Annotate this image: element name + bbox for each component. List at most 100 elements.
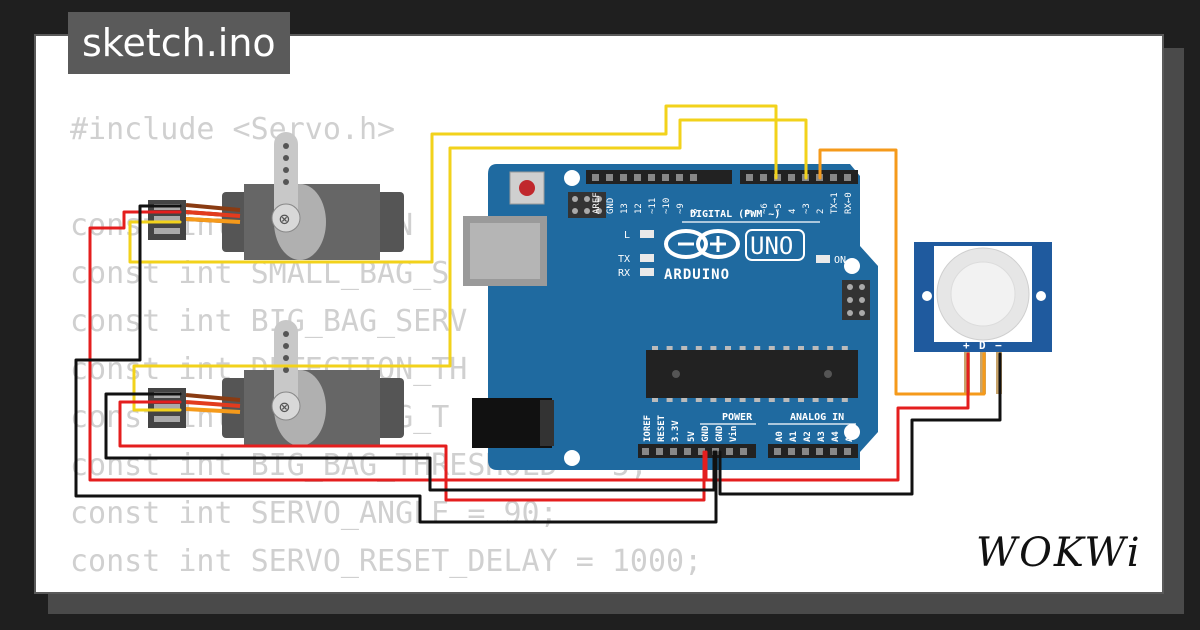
wire-red-pir	[704, 352, 970, 482]
digital-header[interactable]: AREF GND 13 12 ~11 ~10 ~9 8 7 ~6 ~5 4 ~3 2 TX→1 RX←0	[586, 170, 858, 214]
digital-pin-label: ~9	[676, 203, 686, 214]
power-pin-label: 5V	[687, 431, 697, 442]
header-pin[interactable]	[760, 174, 767, 181]
header-pin[interactable]	[740, 448, 747, 455]
analog-label: ANALOG IN	[790, 412, 844, 423]
analog-pin-label: A2	[803, 431, 813, 442]
code-line: const int SERVO_RESET_DELAY = 1000;	[70, 544, 703, 579]
power-pin-label: IOREF	[643, 415, 653, 442]
svg-text:L: L	[624, 230, 630, 241]
header-pin[interactable]	[690, 174, 697, 181]
icsp-header	[568, 192, 606, 218]
pir-pin-label: −	[995, 339, 1002, 352]
header-pin[interactable]	[746, 174, 753, 181]
header-pin[interactable]	[670, 448, 677, 455]
atmega-chip	[646, 346, 858, 402]
digital-pin-label: 7	[746, 209, 756, 214]
header-pin[interactable]	[656, 448, 663, 455]
analog-pin-label: A1	[789, 431, 799, 442]
digital-pin-label: GND	[606, 198, 616, 214]
header-pin[interactable]	[844, 448, 851, 455]
header-pin[interactable]	[830, 448, 837, 455]
wire-black-servo2	[104, 392, 716, 492]
header-pin[interactable]	[634, 174, 641, 181]
wire-black-pir	[718, 352, 1002, 496]
wire-orange-pir	[818, 148, 986, 396]
wire-red-servo2	[118, 400, 706, 502]
servo-motor-1[interactable]: ⊗	[222, 132, 404, 260]
digital-pin-label: 13	[620, 203, 630, 214]
servo-motor-2[interactable]: ⊗	[222, 320, 404, 446]
header-pin[interactable]	[648, 174, 655, 181]
led-rx: RX	[618, 268, 654, 279]
arduino-uno-board[interactable]: AREF GND 13 12 ~11 ~10 ~9 8 7 ~6 ~5 4 ~3 2 TX→1 RX←0 DI…	[463, 164, 878, 470]
header-pin[interactable]	[698, 448, 705, 455]
digital-pin-label: 12	[634, 203, 644, 214]
header-pin[interactable]	[662, 174, 669, 181]
power-pin-label: GND	[715, 425, 725, 442]
digital-label: DIGITAL (PWM ~)	[690, 209, 780, 220]
digital-pin-label: ~3	[802, 203, 812, 214]
wokwi-logo: WOKWi	[976, 530, 1142, 576]
servo-screw-icon: ⊗	[279, 397, 290, 418]
header-pin[interactable]	[642, 448, 649, 455]
mount-hole	[564, 450, 580, 466]
arduino-logo	[664, 229, 740, 259]
header-pin[interactable]	[788, 448, 795, 455]
usb-port	[463, 216, 547, 286]
analog-pin-label: A3	[817, 431, 827, 442]
pir-pin-label: +	[963, 339, 970, 352]
mount-hole	[564, 170, 580, 186]
led-tx: TX	[618, 254, 654, 265]
analog-pin-label: A5	[845, 431, 855, 442]
svg-text:RX: RX	[618, 268, 630, 279]
wire-yellow-servo1	[128, 104, 778, 264]
digital-pin-label: ~10	[662, 198, 672, 214]
header-pin[interactable]	[844, 174, 851, 181]
digital-pin-label: 8	[690, 209, 700, 214]
power-header[interactable]	[638, 444, 756, 458]
header-pin[interactable]	[802, 448, 809, 455]
power-pin-label: 3.3V	[671, 420, 681, 442]
power-pin-label: RESET	[657, 414, 667, 442]
power-label: POWER	[722, 412, 753, 423]
digital-pin-label: 4	[788, 209, 798, 214]
reset-button[interactable]	[509, 171, 545, 205]
power-pin-label: GND	[701, 425, 711, 442]
led-on: ON	[816, 255, 846, 266]
header-pin[interactable]	[726, 448, 733, 455]
power-jack	[472, 398, 554, 448]
mount-hole	[844, 424, 860, 440]
digital-pin-label: TX→1	[830, 192, 840, 214]
digital-pin-label: ~5	[774, 203, 784, 214]
wire-black-servo1	[74, 204, 718, 524]
header-pin[interactable]	[606, 174, 613, 181]
header-pin[interactable]	[788, 174, 795, 181]
analog-pin-label: A4	[831, 431, 841, 442]
header-pin[interactable]	[774, 448, 781, 455]
header-pin[interactable]	[830, 174, 837, 181]
header-pin[interactable]	[620, 174, 627, 181]
header-pin[interactable]	[592, 174, 599, 181]
header-pin[interactable]	[676, 174, 683, 181]
file-tab[interactable]: sketch.ino	[68, 12, 290, 74]
digital-pin-label: RX←0	[844, 192, 854, 214]
digital-pin-label: ~11	[648, 198, 658, 214]
digital-pin-label: 2	[816, 209, 826, 214]
code-line: #include <Servo.h>	[70, 112, 396, 147]
header-pin[interactable]	[684, 448, 691, 455]
icsp2-header	[842, 280, 870, 320]
servo-screw-icon: ⊗	[279, 209, 290, 230]
led-l: L	[624, 230, 654, 241]
pir-motion-sensor[interactable]: + D−	[914, 242, 1052, 394]
analog-pin-label: A0	[775, 431, 785, 442]
digital-pin-label: AREF	[592, 192, 602, 214]
header-pin[interactable]	[816, 448, 823, 455]
wires[interactable]	[74, 104, 1002, 524]
model-label: UNO	[750, 232, 793, 260]
svg-text:TX: TX	[618, 254, 630, 265]
power-pin-label: Vin	[728, 426, 739, 442]
digital-pin-label: ~6	[760, 203, 770, 214]
pir-pin-label: D	[979, 339, 986, 352]
